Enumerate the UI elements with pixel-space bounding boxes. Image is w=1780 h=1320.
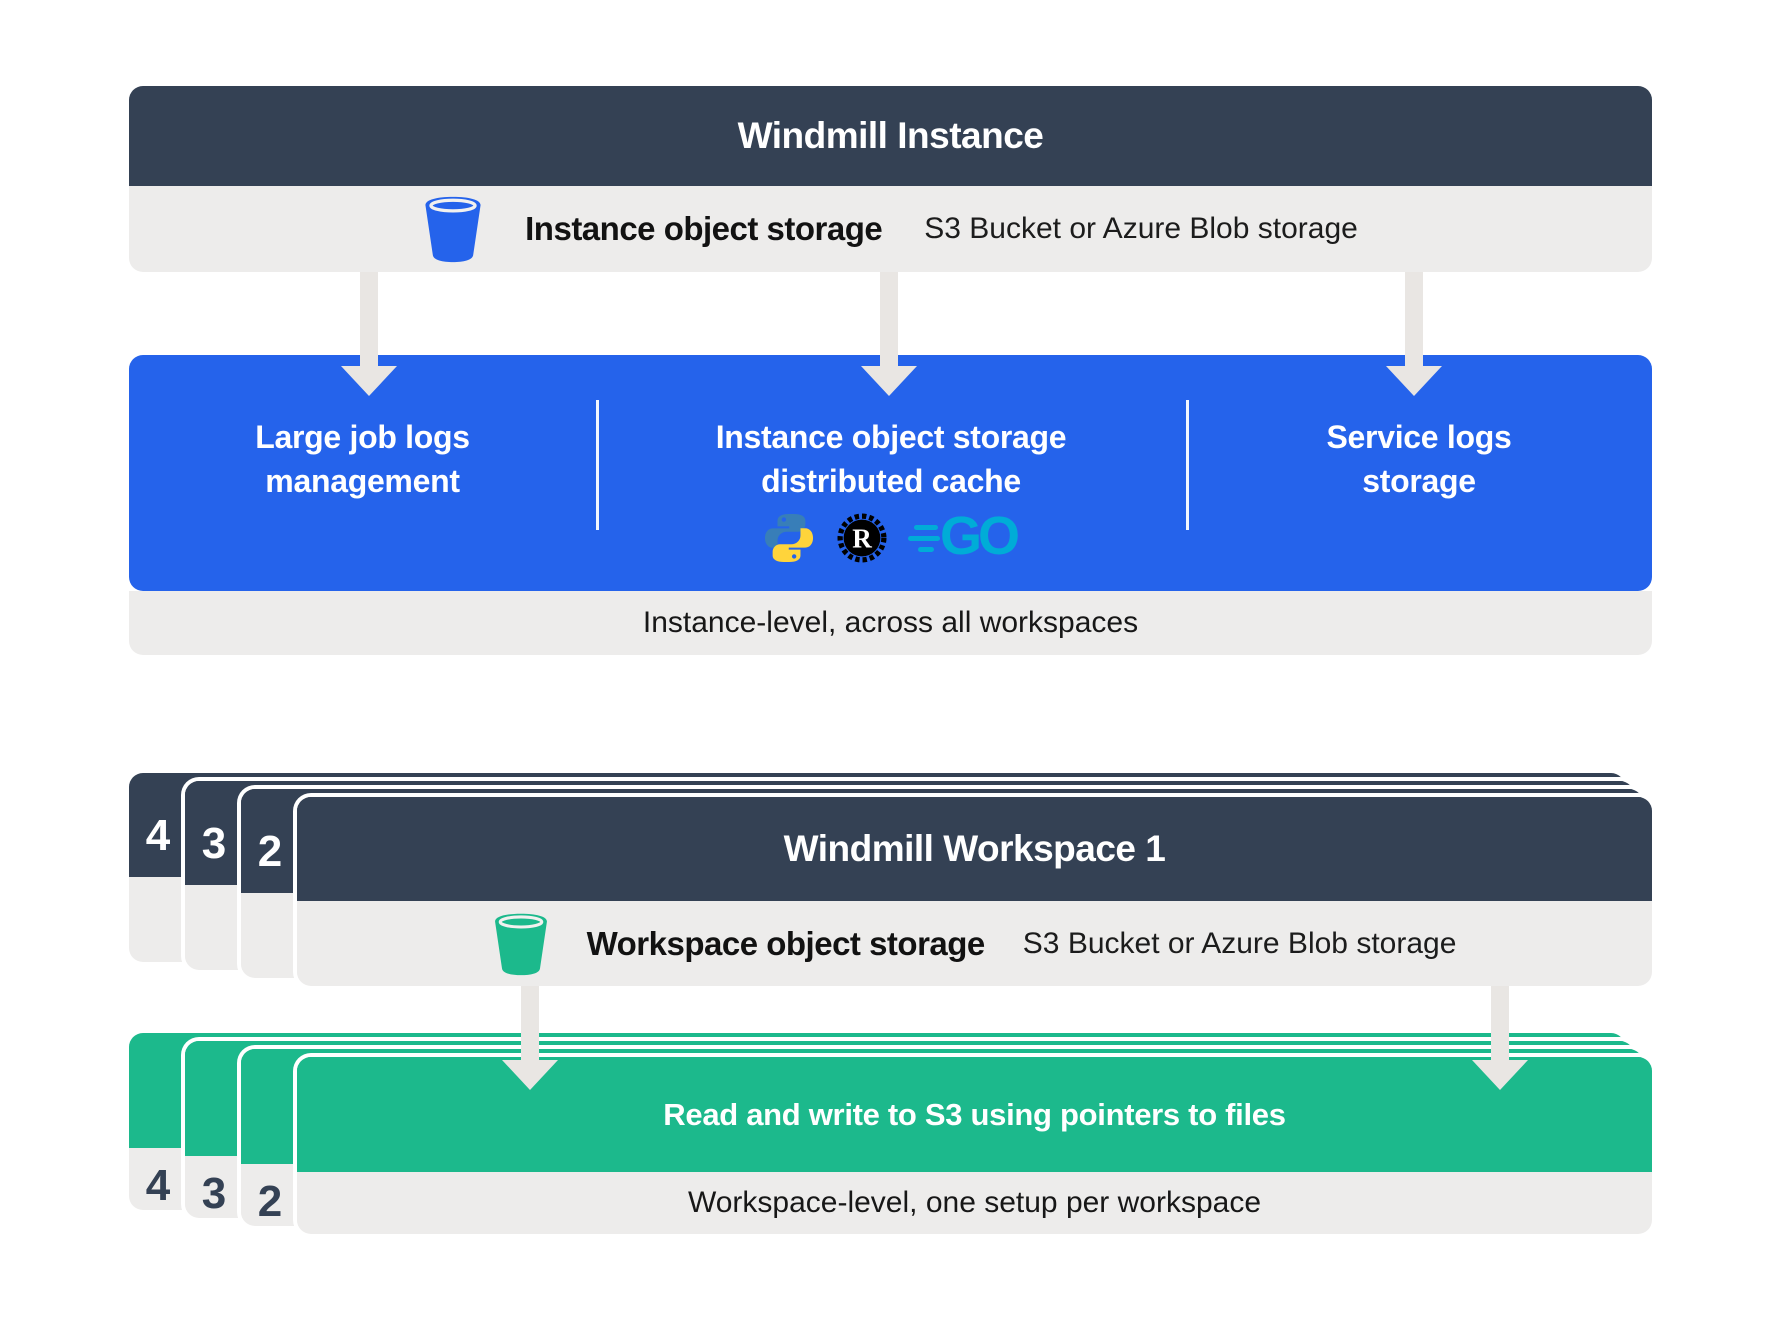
workspace-number: 2	[257, 827, 283, 876]
feature-large-job-logs: Large job logs management	[129, 415, 596, 503]
instance-storage-bar: Instance object storage S3 Bucket or Azu…	[129, 186, 1652, 272]
workspace-storage-bar: Workspace object storage S3 Bucket or Az…	[297, 901, 1652, 986]
down-arrow-icon	[1386, 366, 1442, 396]
green-card-1: Read and write to S3 using pointers to f…	[297, 1057, 1652, 1234]
feature-line: Service logs	[1326, 419, 1512, 455]
instance-storage-detail: S3 Bucket or Azure Blob storage	[924, 212, 1358, 245]
svg-text:R: R	[852, 524, 872, 554]
go-speed-line	[908, 536, 940, 541]
feature-service-logs: Service logs storage	[1186, 415, 1652, 503]
rust-icon: R	[837, 513, 887, 563]
instance-footer-text: Instance-level, across all workspaces	[642, 606, 1139, 639]
workspace-card-1: Windmill Workspace 1 Workspace object st…	[297, 797, 1652, 986]
workspace-header: Windmill Workspace 1	[297, 797, 1652, 901]
feature-line: storage	[1362, 463, 1476, 499]
instance-footer-bar: Instance-level, across all workspaces	[129, 591, 1652, 655]
down-arrow-icon	[360, 272, 378, 368]
instance-title: Windmill Instance	[737, 115, 1044, 156]
workspace-footer-text: Workspace-level, one setup per workspace	[687, 1186, 1262, 1219]
workspace-number: 2	[257, 1177, 283, 1226]
feature-line: management	[265, 463, 460, 499]
workspace-title: Windmill Workspace 1	[783, 828, 1166, 869]
language-icons-row: R GO	[596, 506, 1186, 569]
workspace-number: 4	[145, 811, 171, 860]
down-arrow-icon	[880, 272, 898, 368]
python-icon	[764, 513, 814, 563]
green-action-text: Read and write to S3 using pointers to f…	[663, 1096, 1286, 1132]
workspace-storage-detail: S3 Bucket or Azure Blob storage	[1022, 926, 1457, 960]
workspace-number: 3	[201, 819, 227, 868]
feature-distributed-cache: Instance object storage distributed cach…	[596, 415, 1186, 503]
green-action-box: Read and write to S3 using pointers to f…	[297, 1057, 1652, 1172]
workspace-number: 4	[145, 1161, 171, 1210]
down-arrow-icon	[1405, 272, 1423, 368]
workspace-footer-bar: Workspace-level, one setup per workspace	[297, 1172, 1652, 1234]
down-arrow-icon	[861, 366, 917, 396]
down-arrow-icon	[1472, 1060, 1528, 1090]
down-arrow-icon	[502, 1060, 558, 1090]
go-speed-line	[918, 547, 934, 552]
go-icon: GO	[908, 506, 1020, 567]
feature-line: distributed cache	[761, 463, 1021, 499]
go-speed-line	[914, 525, 938, 530]
instance-header: Windmill Instance	[129, 86, 1652, 186]
column-divider	[1186, 400, 1189, 530]
bucket-icon	[494, 913, 547, 975]
feature-line: Instance object storage	[715, 419, 1067, 455]
down-arrow-icon	[521, 986, 539, 1062]
go-label: GO	[940, 506, 1020, 566]
down-arrow-icon	[341, 366, 397, 396]
bucket-icon	[425, 196, 481, 263]
feature-line: Large job logs	[255, 419, 470, 455]
instance-storage-label: Instance object storage	[525, 210, 883, 247]
down-arrow-icon	[1491, 986, 1509, 1062]
workspace-number: 3	[201, 1169, 227, 1218]
column-divider	[596, 400, 599, 530]
workspace-storage-label: Workspace object storage	[586, 924, 986, 962]
